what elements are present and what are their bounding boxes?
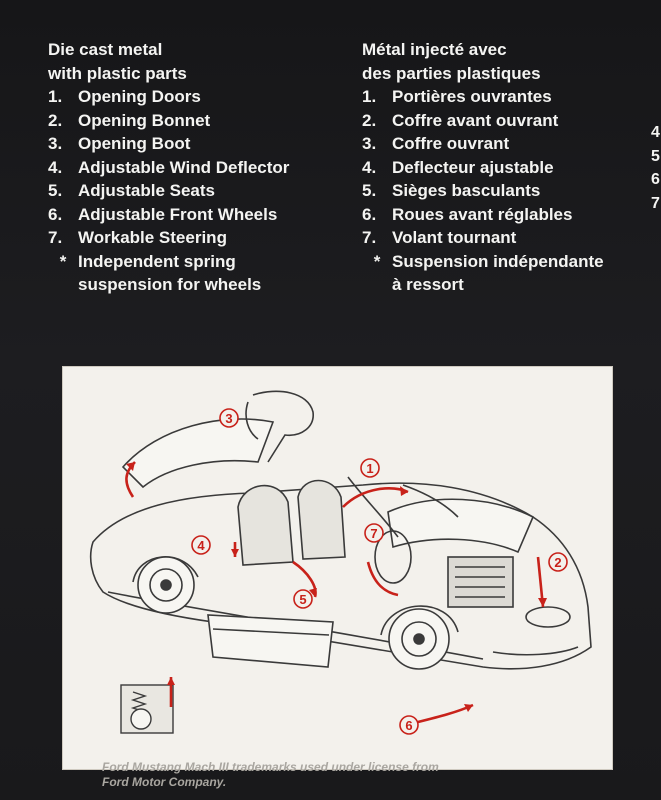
feature-item: 3. Opening Boot [48, 132, 358, 156]
feature-text: Opening Doors [78, 87, 201, 106]
feature-text: Portières ouvrantes [392, 87, 552, 106]
feature-number: 3. [48, 134, 63, 153]
feature-item: 7. Workable Steering [48, 226, 358, 250]
feature-item: 4. Deflecteur ajustable [362, 156, 652, 180]
english-column: Die cast metal with plastic parts 1. Open… [48, 38, 358, 297]
feature-item: 1. Portières ouvrantes [362, 85, 652, 109]
note-marker: * [59, 251, 67, 271]
feature-item: 2. Opening Bonnet [48, 109, 358, 133]
note-line: Suspension indépendante [392, 251, 604, 271]
callout-4: 4 [191, 535, 211, 555]
feature-number: 6. [48, 204, 63, 224]
feature-number: 5. [362, 181, 377, 200]
callout-number: 4 [197, 538, 205, 553]
callout-markers: 1 2 3 4 5 [191, 408, 568, 735]
callout-1: 1 [360, 458, 380, 478]
heading-line: Die cast metal [48, 40, 163, 59]
feature-number: 6. [362, 204, 377, 224]
feature-number: 5. [48, 181, 63, 200]
arrow-heads [126, 462, 547, 712]
feature-number: 4. [362, 157, 377, 177]
callout-6: 6 [399, 715, 419, 735]
trademark-notice: Ford Mustang Mach III trademarks used un… [102, 760, 602, 790]
feature-item: 3. Coffre ouvrant [362, 132, 652, 156]
feature-number: 7. [48, 228, 63, 247]
feature-item: 7. Volant tournant [362, 226, 652, 250]
feature-text: Workable Steering [78, 228, 227, 247]
wheels [137, 556, 450, 670]
edge-digit: 6 [651, 171, 660, 188]
edge-digit: 5 [651, 147, 660, 165]
english-heading: Die cast metal with plastic parts [48, 38, 358, 85]
heading-line: with plastic parts [48, 63, 187, 83]
feature-item: 6. Roues avant réglables [362, 203, 652, 227]
feature-item: 6. Adjustable Front Wheels [48, 203, 358, 227]
feature-text: Sièges basculants [392, 181, 541, 200]
feature-text: Adjustable Front Wheels [78, 204, 278, 224]
car-outline [89, 418, 592, 670]
feature-item: 1. Opening Doors [48, 85, 358, 109]
edge-digit: 7 [651, 194, 660, 212]
feature-note: * Suspension indépendante à ressort [362, 250, 652, 297]
feature-text: Coffre avant ouvrant [392, 110, 559, 130]
car-illustration: 1 2 3 4 5 [89, 390, 592, 735]
callout-number: 6 [405, 718, 412, 733]
feature-number: 7. [362, 228, 377, 247]
feature-number: 1. [48, 87, 63, 106]
feature-number: 2. [362, 110, 377, 130]
callout-number: 1 [366, 461, 373, 476]
trademark-line: Ford Motor Company. [102, 775, 227, 789]
feature-text: Roues avant réglables [392, 204, 573, 224]
feature-item: 5. Sièges basculants [362, 179, 652, 203]
cropped-third-column: 4 5 6 7 [651, 121, 660, 215]
callout-3: 3 [219, 408, 239, 428]
french-heading: Métal injecté avec des parties plastique… [362, 38, 652, 85]
note-marker: * [373, 251, 381, 271]
feature-text: Coffre ouvrant [392, 134, 510, 153]
feature-number: 2. [48, 110, 63, 130]
feature-text: Adjustable Wind Deflector [78, 157, 290, 177]
callout-5: 5 [293, 589, 313, 609]
spring-inset [120, 684, 174, 734]
hand-icon [245, 390, 314, 463]
feature-number: 1. [362, 87, 377, 106]
feature-text: Opening Boot [78, 134, 191, 153]
heading-line: des parties plastiques [362, 63, 541, 83]
feature-item: 2. Coffre avant ouvrant [362, 109, 652, 133]
feature-item: 5. Adjustable Seats [48, 179, 358, 203]
edge-digit: 4 [651, 124, 660, 141]
callout-number: 5 [299, 592, 306, 607]
feature-text: Deflecteur ajustable [392, 157, 554, 177]
note-line: suspension for wheels [78, 275, 262, 294]
feature-number: 3. [362, 134, 377, 153]
car-diagram: 1 2 3 4 5 [62, 366, 613, 770]
heading-line: Métal injecté avec [362, 40, 507, 59]
feature-text: Adjustable Seats [78, 181, 215, 200]
callout-number: 2 [554, 555, 561, 570]
french-column: Métal injecté avec des parties plastique… [362, 38, 652, 297]
feature-text: Opening Bonnet [78, 110, 211, 130]
feature-item: 4. Adjustable Wind Deflector [48, 156, 358, 180]
note-line: à ressort [392, 275, 464, 294]
trademark-line: Ford Mustang Mach III trademarks used un… [102, 760, 439, 774]
callout-number: 7 [370, 526, 377, 541]
callout-number: 3 [225, 411, 232, 426]
feature-number: 4. [48, 157, 63, 177]
callout-2: 2 [548, 552, 568, 572]
feature-text: Volant tournant [392, 228, 517, 247]
callout-7: 7 [364, 523, 384, 543]
feature-note: * Independent spring suspension for whee… [48, 250, 358, 297]
note-line: Independent spring [78, 251, 236, 271]
